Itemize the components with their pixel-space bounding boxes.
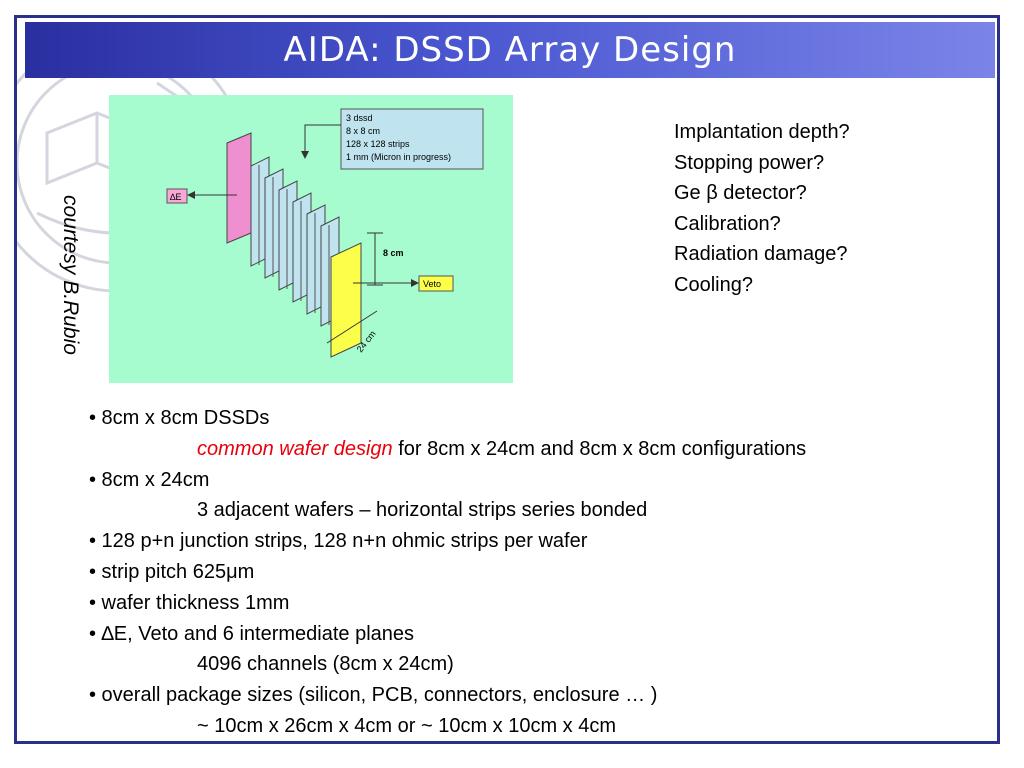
dssd-array-diagram: 3 dssd 8 x 8 cm 128 x 128 strips 1 mm (M…	[109, 95, 513, 383]
bullet-item: • 128 p+n junction strips, 128 n+n ohmic…	[89, 530, 588, 553]
title-bar: AIDA: DSSD Array Design	[25, 22, 995, 78]
credit-text-box: courtesy B.Rubio	[25, 165, 115, 385]
veto-label-box	[418, 275, 454, 292]
veto-label: Veto	[423, 279, 441, 289]
question-item: Calibration?	[674, 212, 781, 235]
delta-e-label: ∆E	[170, 192, 182, 202]
delta-e-label-box	[166, 188, 188, 204]
bullet-item: • wafer thickness 1mm	[89, 591, 290, 614]
slide-title: AIDA: DSSD Array Design	[283, 30, 737, 70]
bullet-subitem: 3 adjacent wafers – horizontal strips se…	[197, 499, 648, 522]
strip-lines	[258, 165, 330, 325]
bullet-item: • strip pitch 625μm	[89, 560, 255, 583]
info-line: 8 x 8 cm	[346, 126, 380, 136]
question-item: Stopping power?	[674, 151, 825, 174]
info-arrowhead	[301, 151, 309, 159]
question-item: Cooling?	[674, 273, 753, 296]
info-line: 128 x 128 strips	[346, 139, 410, 149]
delta-e-arrowhead	[187, 191, 195, 199]
info-arrow	[304, 124, 341, 157]
bullet-item: • overall package sizes (silicon, PCB, c…	[89, 684, 658, 707]
delta-e-plane	[226, 132, 252, 244]
veto-arrowhead	[411, 279, 419, 287]
bullet-subitem: common wafer design for 8cm x 24cm and 8…	[89, 434, 989, 465]
design-bullet-list: • 8cm x 8cm DSSDs common wafer design fo…	[89, 403, 989, 741]
bullet-subitem: 4096 channels (8cm x 24cm)	[197, 653, 454, 676]
question-item: Radiation damage?	[674, 243, 848, 265]
dssd-diagram-svg: 3 dssd 8 x 8 cm 128 x 128 strips 1 mm (M…	[166, 108, 484, 358]
highlighted-text: common wafer design	[197, 437, 393, 460]
bullet-subitem: ~ 10cm x 26cm x 4cm or ~ 10cm x 10cm x 4…	[197, 714, 617, 737]
question-item: Implantation depth?	[674, 121, 850, 143]
bullet-item: • ∆E, Veto and 6 intermediate planes	[89, 622, 414, 645]
open-questions-list: Implantation depth? Stopping power? Ge β…	[674, 117, 850, 300]
bullet-item: • 8cm x 24cm	[89, 468, 210, 491]
credit-text: courtesy B.Rubio	[59, 195, 82, 355]
bullet-subitem-text: for 8cm x 24cm and 8cm x 8cm configurati…	[392, 437, 807, 460]
question-item: Ge β detector?	[674, 182, 807, 204]
info-box	[340, 108, 484, 170]
slide-frame: AIDA: DSSD Array Design courtesy B.Rubio…	[14, 15, 1000, 744]
height-label: 8 cm	[383, 248, 404, 258]
veto-plane	[330, 242, 362, 358]
bullet-item: • 8cm x 8cm DSSDs	[89, 407, 270, 429]
intermediate-planes	[250, 156, 340, 327]
info-line: 1 mm (Micron in progress)	[346, 152, 451, 162]
length-dimension-line	[326, 310, 378, 344]
info-line: 3 dssd	[346, 113, 373, 123]
